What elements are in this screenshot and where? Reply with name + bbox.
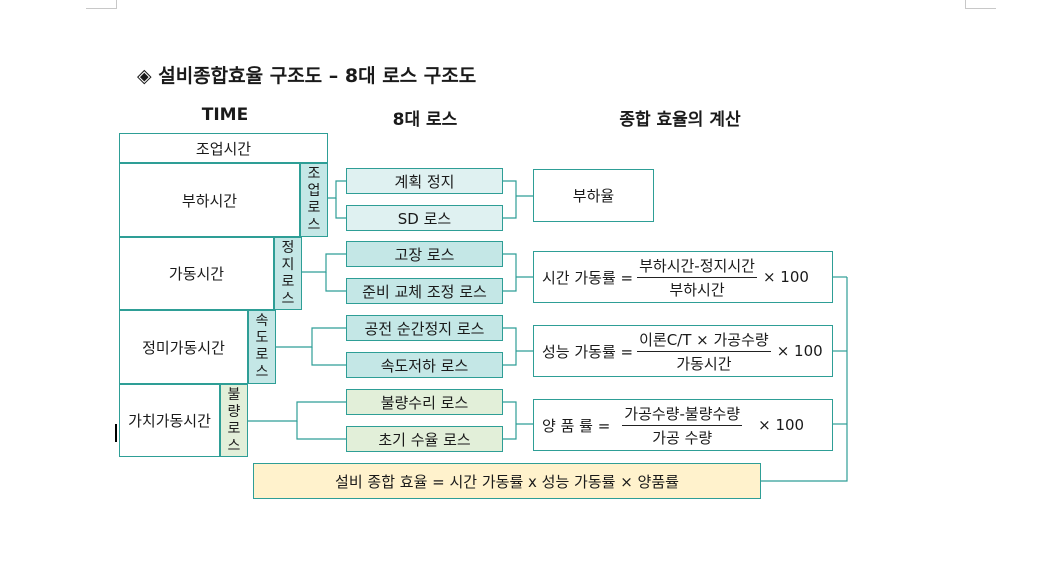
loss-group-speed: 속도로스: [248, 310, 276, 384]
rate-quality-fraction: 가공수량-불량수량 가공 수량: [622, 403, 743, 448]
loss-speed-reduction: 속도저하 로스: [346, 352, 503, 378]
rate-performance: 성능 가동률 = 이론C/T × 가공수량 가동시간 × 100: [533, 325, 833, 377]
rate-load: 부하율: [533, 169, 654, 222]
rate-perf-numerator: 이론C/T × 가공수량: [637, 329, 771, 352]
rate-quality-numerator: 가공수량-불량수량: [622, 403, 743, 426]
loss-defect-rework: 불량수리 로스: [346, 389, 503, 415]
rate-time-availability: 시간 가동률 = 부하시간-정지시간 부하시간 × 100: [533, 251, 833, 303]
loss-setup-adjust: 준비 교체 조정 로스: [346, 278, 503, 304]
loss-group-stop: 정지로스: [274, 237, 302, 310]
page-corner-mark: [965, 0, 996, 9]
text-cursor: [115, 424, 117, 442]
loss-idle-minor-stop: 공전 순간정지 로스: [346, 315, 503, 341]
loss-planned-stop: 계획 정지: [346, 168, 503, 194]
loss-initial-yield: 초기 수율 로스: [346, 426, 503, 452]
rate-perf-multiplier: × 100: [776, 342, 823, 360]
header-time: TIME: [201, 105, 249, 125]
time-running: 가동시간: [119, 237, 274, 310]
oee-formula: 설비 종합 효율 = 시간 가동률 x 성능 가동률 × 양품률: [253, 463, 761, 499]
rate-time-fraction: 부하시간-정지시간 부하시간: [637, 255, 757, 300]
time-load: 부하시간: [119, 163, 300, 237]
loss-group-operating: 조업로스: [300, 163, 328, 237]
rate-time-multiplier: × 100: [762, 268, 809, 286]
loss-breakdown: 고장 로스: [346, 241, 503, 267]
rate-quality-label: 양 품 률 =: [542, 416, 611, 435]
rate-time-denominator: 부하시간: [669, 280, 725, 299]
loss-sd: SD 로스: [346, 205, 503, 231]
time-net-running: 정미가동시간: [119, 310, 248, 384]
rate-perf-fraction: 이론C/T × 가공수량 가동시간: [637, 329, 771, 374]
rate-time-numerator: 부하시간-정지시간: [637, 255, 757, 278]
rate-quality: 양 품 률 = 가공수량-불량수량 가공 수량 × 100: [533, 399, 833, 451]
rate-perf-denominator: 가동시간: [676, 354, 732, 373]
rate-time-label: 시간 가동률 =: [542, 268, 634, 287]
loss-group-defect: 불량로스: [220, 384, 248, 457]
header-losses: 8대 로스: [392, 110, 458, 130]
rate-quality-multiplier: × 100: [758, 416, 805, 434]
header-calc: 종합 효율의 계산: [619, 110, 741, 130]
rate-quality-denominator: 가공 수량: [652, 428, 713, 447]
time-value-running: 가치가동시간: [119, 384, 220, 457]
time-operating: 조업시간: [119, 133, 328, 163]
page-corner-mark: [86, 0, 117, 9]
diagram-title: ◈ 설비종합효율 구조도 – 8대 로스 구조도: [137, 65, 477, 87]
rate-load-label: 부하율: [572, 187, 615, 205]
rate-perf-label: 성능 가동률 =: [542, 342, 634, 361]
